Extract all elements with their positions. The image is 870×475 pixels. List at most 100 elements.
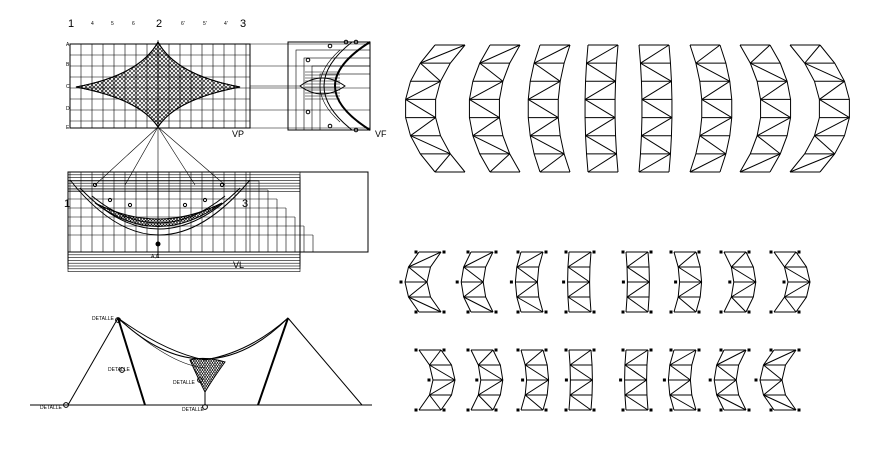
arc-right-chord	[719, 44, 733, 173]
anchor-node	[747, 408, 751, 412]
truss-piece	[754, 348, 801, 412]
row-label-a: A	[66, 42, 70, 48]
anchor-node	[669, 250, 673, 254]
anchor-node	[592, 408, 596, 412]
piece-diagonal	[716, 349, 747, 366]
anchor-node	[621, 310, 625, 314]
detail-node	[63, 402, 69, 408]
piece-diagonal	[626, 281, 650, 298]
elev-mesh-b	[228, 352, 258, 395]
arc-left-chord	[739, 44, 762, 173]
arc-left-chord	[584, 44, 589, 173]
col-label-4: 4	[91, 21, 94, 27]
arc-diagonal	[527, 99, 559, 118]
mesh-diag-b	[166, 42, 240, 127]
anchor-node	[521, 378, 525, 382]
anchor-node	[649, 250, 653, 254]
lat-mesh-b	[216, 203, 222, 227]
piece-diagonal	[429, 379, 456, 396]
piece-diagonal	[716, 364, 737, 381]
arc-diagonal	[420, 44, 466, 64]
arc-diagonal	[699, 117, 733, 137]
arc-diagonal	[804, 62, 845, 82]
anchor-node	[708, 378, 712, 382]
anchor-node	[544, 348, 548, 352]
front-node	[305, 109, 311, 115]
piece-diagonal	[567, 296, 592, 313]
anchor-node	[592, 348, 596, 352]
anchor-node	[564, 348, 568, 352]
anchor-node	[442, 250, 446, 254]
view-label-vf: VF	[375, 129, 387, 139]
front-node	[327, 123, 333, 129]
anchor-node	[516, 408, 520, 412]
mesh-diag-b	[76, 42, 118, 127]
col-label-6: 6	[132, 21, 135, 27]
elev-mesh-a	[190, 358, 191, 392]
anchor-node	[697, 250, 701, 254]
cable-line	[157, 126, 226, 186]
arc-diagonal	[434, 153, 451, 173]
right-mast	[257, 317, 289, 406]
arc-diagonal	[814, 135, 836, 155]
arc-diagonal	[641, 80, 672, 100]
mesh-diag-b	[76, 42, 154, 127]
anchor-node	[494, 348, 498, 352]
arc-diagonal	[804, 44, 821, 64]
truss-piece	[619, 348, 653, 412]
truss-arc-segment	[739, 44, 792, 173]
anchor-node	[562, 280, 566, 284]
piece-diagonal	[624, 364, 647, 381]
elev-mesh-a	[230, 352, 260, 395]
lat-mesh-a	[95, 203, 120, 227]
piece-diagonal	[567, 266, 590, 283]
lateral-arc-1	[69, 179, 251, 236]
arc-diagonal	[689, 153, 727, 173]
arc-diagonal	[472, 117, 500, 137]
arc-right-chord	[435, 44, 466, 173]
anchor-node	[754, 378, 758, 382]
arc-diagonal	[585, 117, 616, 137]
piece-diagonal	[669, 379, 691, 396]
arc-diagonal	[699, 135, 727, 155]
piece-diagonal	[677, 251, 697, 268]
truss-piece	[662, 348, 701, 412]
piece-diagonal	[731, 281, 757, 298]
piece-right-chord	[589, 251, 592, 313]
mesh-diag-b	[76, 42, 126, 127]
arc-diagonal	[533, 44, 571, 64]
lat-mesh-b	[95, 203, 129, 227]
cable-line	[124, 126, 159, 186]
mesh-diag-b	[170, 42, 240, 127]
front-node	[353, 39, 359, 45]
arc-diagonal	[584, 99, 616, 118]
piece-diagonal	[516, 281, 538, 298]
anchor-node	[516, 250, 520, 254]
elev-lens	[189, 357, 226, 394]
arc-left-chord	[638, 44, 643, 173]
elev-mesh-a	[150, 352, 180, 395]
detail-label-4: DETALLE	[40, 405, 63, 411]
detail-node	[197, 377, 203, 383]
mesh-diag-b	[122, 42, 214, 127]
anchor-node	[564, 250, 568, 254]
elev-mesh-b	[190, 358, 193, 392]
mesh-diag-b	[158, 42, 240, 127]
piece-diagonal	[784, 296, 797, 313]
piece-right-chord	[689, 349, 697, 411]
mesh-diag-b	[182, 42, 240, 127]
anchor-node	[719, 310, 723, 314]
arc-diagonal	[640, 44, 670, 64]
arc-right-chord	[614, 44, 619, 173]
piece-left-chord	[773, 251, 789, 313]
arc-diagonal	[750, 62, 788, 82]
truss-arc-segment	[405, 44, 466, 173]
piece-diagonal	[463, 251, 494, 268]
piece-diagonal	[624, 349, 649, 366]
truss-piece	[399, 250, 446, 314]
lat-lens	[94, 202, 223, 227]
col-label-4p: 4'	[224, 21, 228, 27]
truss-arc-segment	[789, 44, 850, 173]
elev-mesh-a	[155, 352, 185, 395]
anchor-node	[427, 378, 431, 382]
